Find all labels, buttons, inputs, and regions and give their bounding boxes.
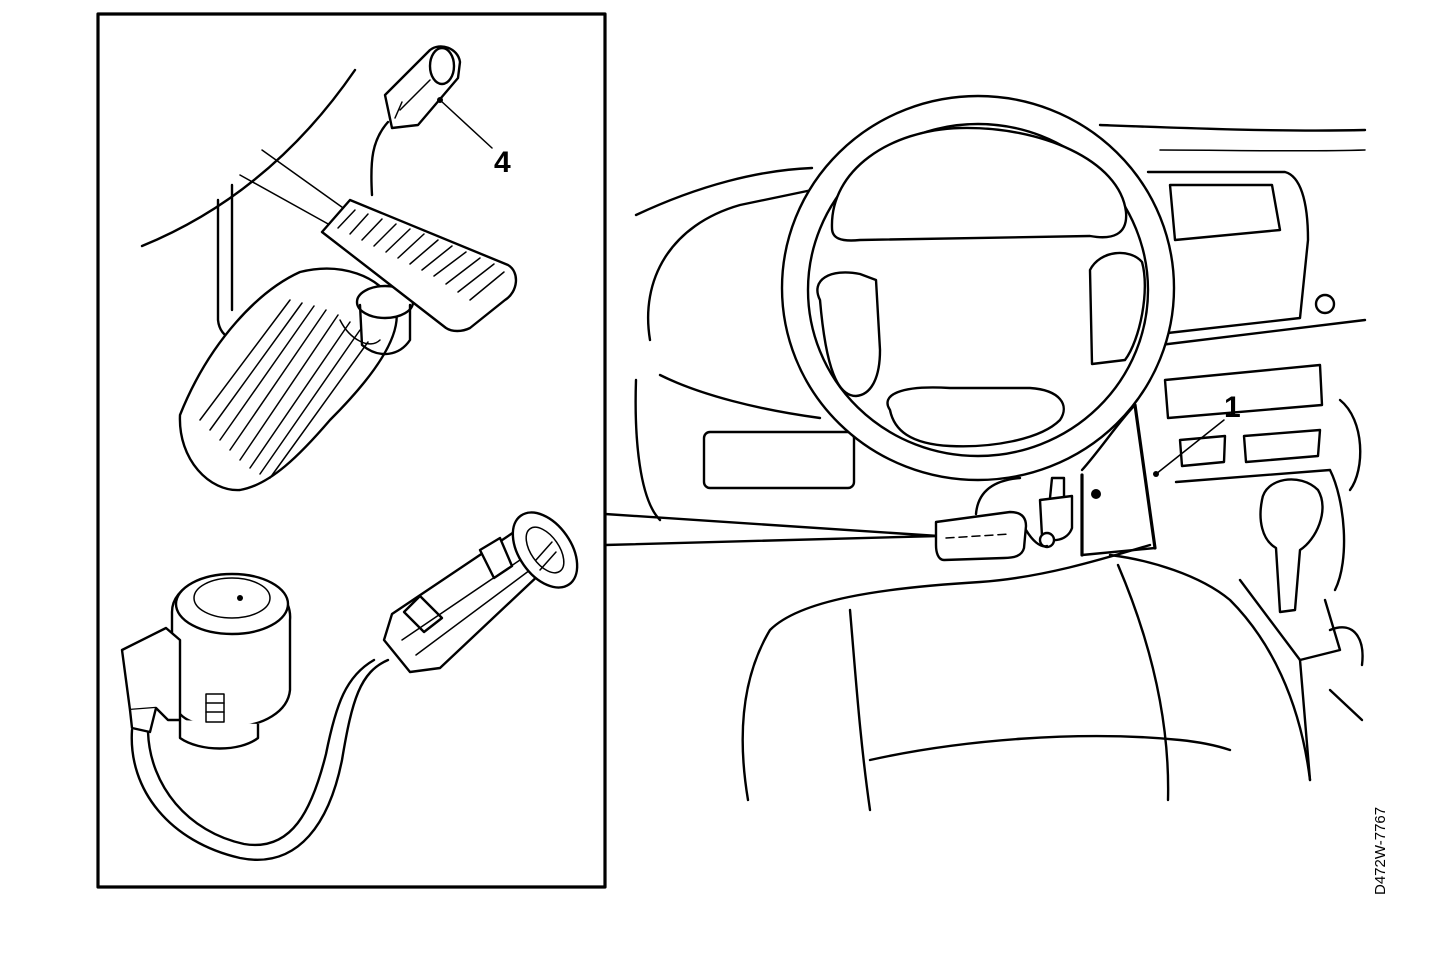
- detail-inset: [96, 12, 607, 889]
- driver-seat-icon: [741, 543, 1312, 812]
- inset-leader-lines: [603, 512, 940, 547]
- wiring-connector-icon: [383, 45, 493, 149]
- pedal-position-sensor-icon: [120, 572, 390, 861]
- pedal-location-marker: [934, 476, 1074, 562]
- harness-connector: [382, 511, 579, 674]
- steering-wheel-icon: [780, 94, 1176, 482]
- callout-label-1: 1: [1224, 391, 1241, 424]
- callout-label-4: 4: [494, 146, 511, 179]
- figure-reference-id: D472W-7767: [1372, 806, 1389, 895]
- inset-frame: [96, 12, 607, 889]
- dashboard: [634, 123, 1367, 782]
- accelerator-pedal-icon: [140, 68, 518, 492]
